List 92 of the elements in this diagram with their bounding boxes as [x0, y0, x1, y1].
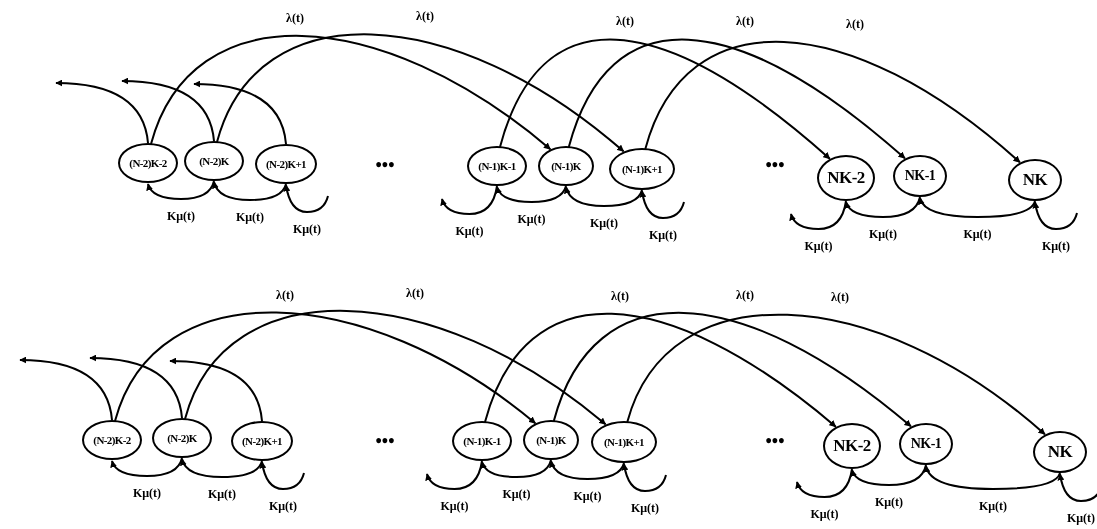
state-ellipse: (N-2)K [184, 141, 244, 181]
arrow [55, 79, 149, 144]
edge-label: Kμ(t) [206, 487, 238, 501]
edge-label: Kμ(t) [572, 489, 603, 503]
arrow [844, 196, 921, 218]
state-ellipse: (N-1)K+1 [609, 148, 675, 190]
edge-label: Kμ(t) [501, 487, 532, 501]
state-ellipse: (N-2)K+1 [231, 421, 293, 461]
edge-label: λ(t) [275, 288, 295, 302]
edge-label: λ(t) [610, 289, 630, 303]
arrow [1032, 201, 1078, 230]
state-ellipse: NK-2 [823, 423, 881, 469]
edge-label: Kμ(t) [809, 507, 840, 521]
state-ellipse: (N-1)K-1 [467, 146, 527, 186]
state-ellipse: NK [1033, 431, 1087, 473]
state-ellipse: (N-2)K+1 [255, 144, 317, 184]
arrow [216, 33, 625, 153]
edge-label: Kμ(t) [131, 486, 163, 500]
state-ellipse: (N-2)K [152, 418, 212, 458]
state-ellipse: NK-1 [893, 155, 947, 197]
edge-label: Kμ(t) [629, 501, 661, 515]
edge-label: Kμ(t) [291, 222, 323, 236]
arrow [924, 465, 1061, 490]
edge-label: Kμ(t) [803, 239, 834, 253]
state-ellipse: (N-1)K+1 [591, 421, 657, 463]
arrow [567, 38, 906, 160]
ellipsis: ••• [375, 430, 395, 452]
arrow [121, 77, 215, 142]
arrow [549, 460, 625, 480]
edge-label: λ(t) [415, 9, 435, 23]
arrow [621, 463, 667, 492]
arrow [1057, 473, 1097, 502]
arrow [850, 464, 927, 486]
edge-label: λ(t) [735, 288, 755, 302]
arrow [146, 180, 215, 200]
state-ellipse: NK-1 [899, 423, 953, 465]
edge-label: λ(t) [830, 290, 850, 304]
arrow [484, 312, 837, 428]
edge-label: λ(t) [285, 11, 305, 25]
edge-label: Kμ(t) [234, 210, 266, 224]
edge-label: Kμ(t) [454, 224, 485, 238]
edge-label: Kμ(t) [977, 499, 1009, 513]
state-ellipse: (N-1)K-1 [452, 421, 512, 461]
ellipsis: ••• [765, 430, 785, 452]
state-ellipse: NK [1008, 159, 1062, 201]
edge-label: λ(t) [615, 14, 635, 28]
arrow [795, 468, 853, 498]
edge-label: Kμ(t) [439, 499, 470, 513]
arrow [169, 357, 263, 422]
edge-label: Kμ(t) [1065, 511, 1097, 525]
arrow [19, 356, 113, 421]
edge-label: Kμ(t) [588, 216, 620, 230]
arrow [212, 181, 287, 201]
edge-label: Kμ(t) [873, 495, 905, 509]
arrow [259, 461, 305, 490]
arrow [114, 311, 537, 425]
edge-label: Kμ(t) [165, 209, 197, 223]
edge-label: λ(t) [735, 14, 755, 28]
edge-label: Kμ(t) [962, 227, 993, 241]
edge-label: Kμ(t) [267, 499, 299, 513]
arrow [918, 197, 1036, 218]
ellipsis: ••• [765, 154, 785, 176]
state-ellipse: (N-1)K [538, 146, 594, 186]
arrow [626, 313, 1046, 436]
state-ellipse: NK-2 [817, 155, 875, 201]
state-ellipse: (N-1)K [523, 420, 579, 460]
arrow [193, 80, 287, 145]
arrow [180, 458, 263, 478]
arrow [150, 34, 552, 151]
arrow [480, 459, 552, 478]
arrow [644, 40, 1021, 164]
arrow [495, 185, 567, 203]
arrow [89, 354, 183, 419]
arrow [499, 38, 831, 160]
arrow [440, 185, 498, 215]
state-ellipse: (N-2)K-2 [118, 143, 178, 183]
arrow [184, 309, 607, 426]
edge-label: λ(t) [845, 17, 865, 31]
arrow [110, 457, 183, 477]
edge-label: Kμ(t) [516, 212, 547, 226]
arrow [639, 190, 685, 219]
state-ellipse: (N-2)K-2 [82, 420, 142, 460]
edge-label: λ(t) [405, 286, 425, 300]
ellipsis: ••• [375, 154, 395, 176]
arrow [789, 200, 847, 230]
edge-label: Kμ(t) [647, 228, 679, 242]
arrow [283, 184, 329, 213]
arrow [564, 186, 643, 207]
edge-label: Kμ(t) [1040, 239, 1072, 253]
arrow [425, 460, 483, 490]
edge-label: Kμ(t) [867, 227, 899, 241]
arrow [552, 311, 912, 428]
